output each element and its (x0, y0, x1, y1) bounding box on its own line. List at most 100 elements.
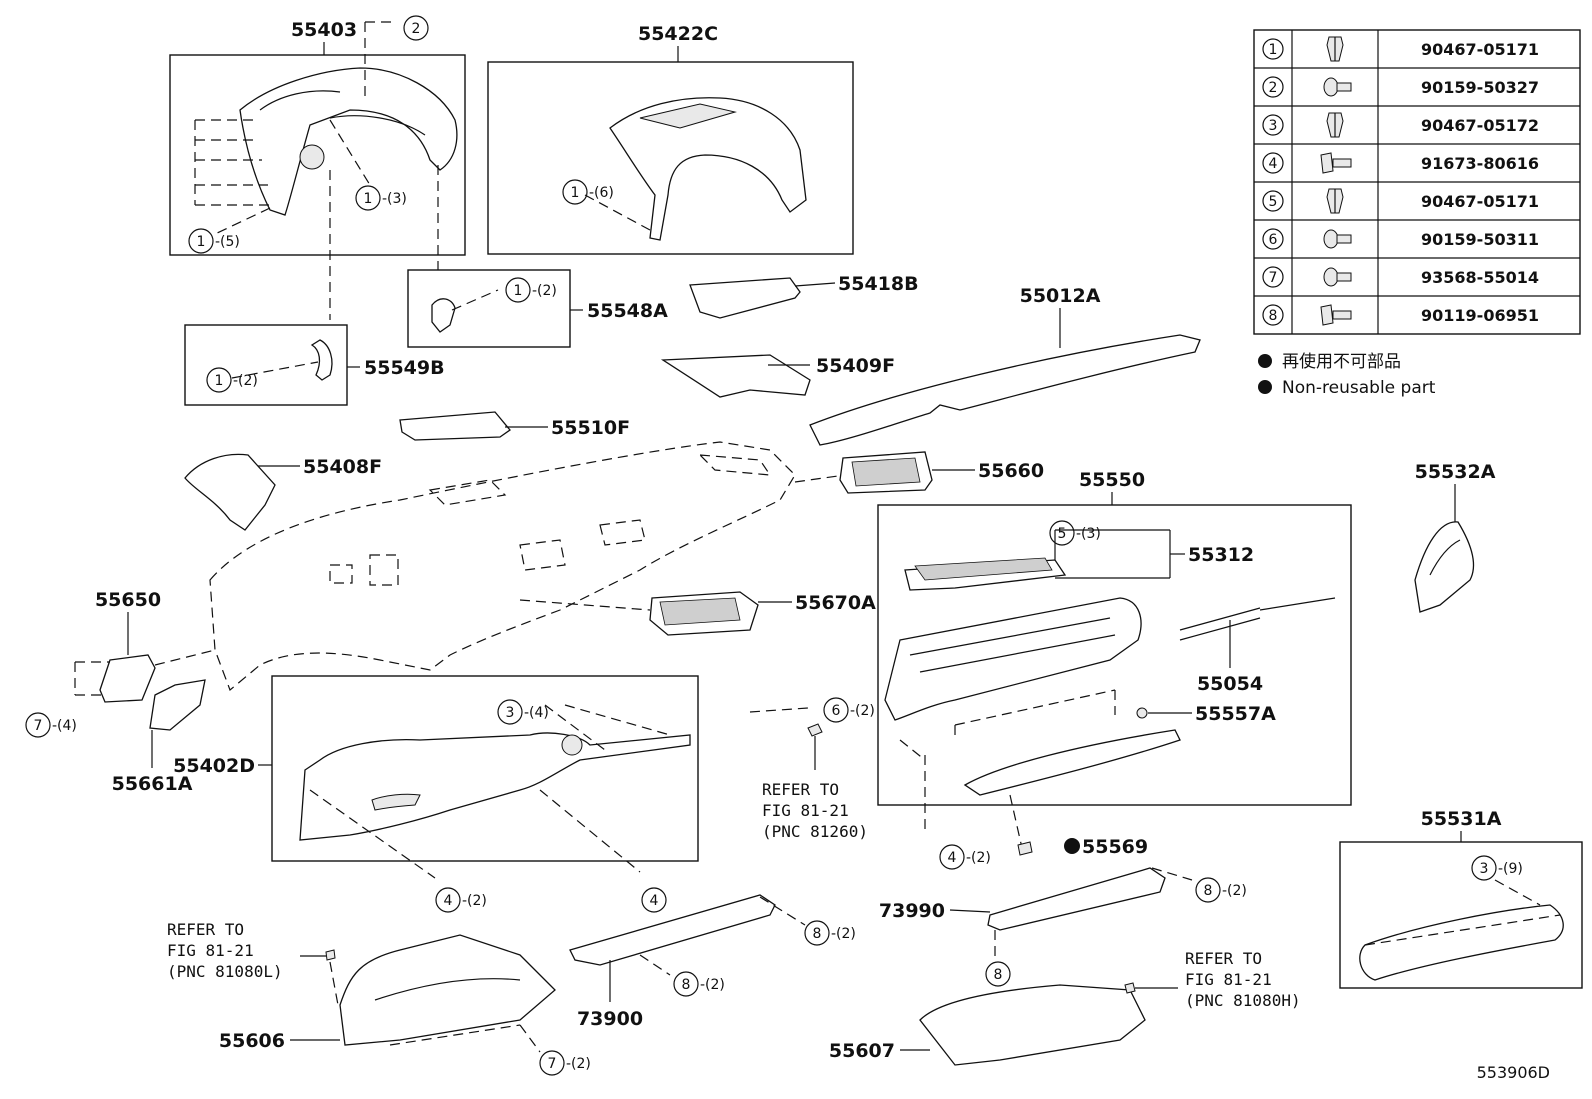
box-55531A: 55531A (1339, 808, 1583, 989)
non-reusable-dot-icon (1258, 354, 1272, 368)
label-55607: 55607 (829, 1040, 895, 1062)
part-55661A: 55661A (112, 679, 206, 795)
box-55403: 55403 (169, 19, 466, 320)
label-55012A: 55012A (1020, 285, 1101, 307)
screw-icon (1323, 229, 1352, 249)
callout-qty: -(2) (532, 283, 557, 299)
part-number: 91673-80616 (1421, 154, 1539, 173)
callout: 7 -(4) (25, 712, 77, 738)
callout: 8 -(2) (804, 920, 856, 946)
row-num: 3 (1269, 118, 1278, 134)
callout: 3 -(9) (1471, 855, 1523, 881)
table-row: 6 90159-50311 (1262, 228, 1539, 250)
ref-line: (PNC 81260) (762, 822, 868, 841)
legend-jp: 再使用不可部品 (1282, 351, 1401, 372)
instrument-panel (209, 441, 846, 692)
ref-note-81260: REFER TO FIG 81-21 (PNC 81260) (762, 780, 868, 841)
label-55054: 55054 (1197, 673, 1263, 695)
callout-num: 4 (444, 893, 453, 909)
part-number: 90467-05171 (1421, 40, 1539, 59)
part-55418B: 55418B (689, 273, 919, 319)
part-55510F: 55510F (399, 411, 630, 441)
callout-qty: -(5) (215, 234, 240, 250)
callout-num: 4 (948, 850, 957, 866)
callout-num: 5 (1058, 526, 1067, 542)
callout: 1 -(6) (562, 179, 614, 205)
callout-qty: -(6) (589, 185, 614, 201)
screw-icon (1323, 77, 1352, 97)
part-55660: 55660 (839, 451, 1044, 494)
non-reusable-dot-icon (1258, 380, 1272, 394)
callout-num: 8 (813, 926, 822, 942)
callout: 8 -(2) (1195, 877, 1247, 903)
row-num: 4 (1269, 156, 1278, 172)
table-row: 1 90467-05171 (1262, 36, 1539, 62)
label-73900: 73900 (577, 1008, 643, 1030)
callout: 7 -(2) (539, 1050, 591, 1076)
box-55548A: 55548A (407, 269, 668, 348)
non-reusable-dot-icon (1064, 838, 1080, 854)
label-55403: 55403 (291, 19, 357, 41)
box-55550: 55550 55312 55054 55557A (877, 469, 1352, 849)
bolt-icon (1320, 304, 1352, 326)
label-55312: 55312 (1188, 544, 1254, 566)
part-number: 90159-50311 (1421, 230, 1539, 249)
clip-icon (1326, 188, 1344, 214)
label-55661A: 55661A (112, 773, 193, 795)
label-55402D: 55402D (173, 755, 255, 777)
callout-qty: -(3) (382, 191, 407, 207)
callout: 3 -(4) (497, 699, 549, 725)
ref-line: FIG 81-21 (1185, 970, 1272, 989)
label-55650: 55650 (95, 589, 161, 611)
callout-num: 1 (197, 234, 206, 250)
label-55548A: 55548A (587, 300, 668, 322)
row-num: 7 (1269, 270, 1278, 286)
ref-line: REFER TO (762, 780, 839, 799)
callout-qty: -(2) (966, 850, 991, 866)
callout-num: 1 (571, 185, 580, 201)
ref-line: REFER TO (167, 920, 244, 939)
table-row: 7 93568-55014 (1262, 266, 1539, 288)
callout: 4 -(2) (435, 887, 487, 913)
callout: 1 -(5) (188, 228, 240, 254)
label-55409F: 55409F (816, 355, 895, 377)
part-number: 90119-06951 (1421, 306, 1539, 325)
callout-qty: -(2) (1222, 883, 1247, 899)
ref-note-81080H: REFER TO FIG 81-21 (PNC 81080H) (1185, 949, 1301, 1010)
callout: 1 -(3) (355, 185, 407, 211)
label-55532A: 55532A (1415, 461, 1496, 483)
part-55569: 55569 (1017, 836, 1148, 858)
label-55670A: 55670A (795, 592, 876, 614)
callout-num: 3 (506, 705, 515, 721)
callout: 2 (403, 15, 429, 41)
callout: 6 -(2) (823, 697, 875, 723)
callout-num: 8 (1204, 883, 1213, 899)
callout: 4 -(2) (939, 844, 991, 870)
row-num: 2 (1269, 80, 1278, 96)
part-number: 93568-55014 (1421, 268, 1539, 287)
callout-num: 7 (34, 718, 43, 734)
callout-qty: -(4) (52, 718, 77, 734)
part-73990: 73990 (879, 867, 1193, 962)
callout-num: 7 (548, 1056, 557, 1072)
ref-line: (PNC 81080L) (167, 962, 283, 981)
callout: 1 -(2) (206, 367, 258, 393)
label-55569: 55569 (1082, 836, 1148, 858)
ref-line: REFER TO (1185, 949, 1262, 968)
clip-81260 (749, 707, 823, 770)
callout: 1 -(2) (505, 277, 557, 303)
ref-line: FIG 81-21 (762, 801, 849, 820)
part-55607: 55607 (829, 982, 1178, 1066)
callout-num: 2 (412, 21, 421, 37)
label-55557A: 55557A (1195, 703, 1276, 725)
label-55549B: 55549B (364, 357, 445, 379)
label-55422C: 55422C (638, 23, 718, 45)
legend: 再使用不可部品 Non-reusable part (1258, 351, 1436, 398)
callout-num: 8 (682, 977, 691, 993)
screw-icon (1323, 267, 1352, 287)
callout-num: 3 (1480, 861, 1489, 877)
part-55650: 55650 (74, 589, 216, 703)
clip-icon (1326, 36, 1344, 62)
callout-num: 6 (832, 703, 841, 719)
